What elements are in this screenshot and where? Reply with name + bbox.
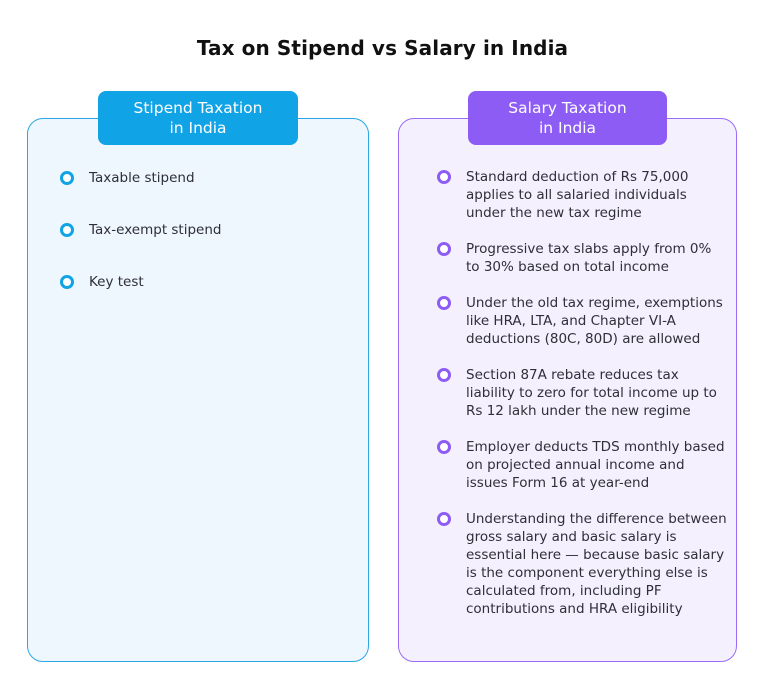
stipend-item: Taxable stipend xyxy=(60,169,350,187)
circle-bullet-icon xyxy=(437,242,451,256)
salary-heading: Salary Taxation in India xyxy=(468,91,667,145)
salary-item: Under the old tax regime, exemptions lik… xyxy=(437,294,727,348)
circle-bullet-icon xyxy=(60,275,74,289)
salary-item-text: Under the old tax regime, exemptions lik… xyxy=(466,295,723,347)
salary-item-text: Progressive tax slabs apply from 0% to 3… xyxy=(466,241,712,275)
stipend-item: Tax-exempt stipend xyxy=(60,221,350,239)
salary-item: Section 87A rebate reduces tax liability… xyxy=(437,366,727,420)
stipend-list: Taxable stipend Tax-exempt stipend Key t… xyxy=(60,169,350,325)
salary-heading-line1: Salary Taxation xyxy=(508,99,627,117)
salary-heading-line2: in India xyxy=(538,119,597,137)
salary-item-text: Understanding the difference between gro… xyxy=(466,511,727,617)
stipend-heading-line1: Stipend Taxation xyxy=(133,99,263,117)
stipend-heading-line2: in India xyxy=(169,119,227,137)
circle-bullet-icon xyxy=(437,512,451,526)
salary-item: Progressive tax slabs apply from 0% to 3… xyxy=(437,240,727,276)
stipend-item: Key test xyxy=(60,273,350,291)
circle-bullet-icon xyxy=(60,171,74,185)
circle-bullet-icon xyxy=(60,223,74,237)
salary-item-text: Section 87A rebate reduces tax liability… xyxy=(466,367,717,419)
stipend-item-text: Tax-exempt stipend xyxy=(89,222,222,238)
circle-bullet-icon xyxy=(437,440,451,454)
page-title: Tax on Stipend vs Salary in India xyxy=(196,36,569,60)
circle-bullet-icon xyxy=(437,170,451,184)
salary-item-text: Employer deducts TDS monthly based on pr… xyxy=(466,439,725,491)
stipend-item-text: Taxable stipend xyxy=(89,170,195,186)
salary-list: Standard deduction of Rs 75,000 applies … xyxy=(437,168,727,636)
salary-item: Understanding the difference between gro… xyxy=(437,510,727,618)
salary-item: Standard deduction of Rs 75,000 applies … xyxy=(437,168,727,222)
stipend-item-text: Key test xyxy=(89,274,144,290)
stipend-panel xyxy=(27,118,369,662)
salary-item: Employer deducts TDS monthly based on pr… xyxy=(437,438,727,492)
circle-bullet-icon xyxy=(437,296,451,310)
salary-panel xyxy=(398,118,737,662)
circle-bullet-icon xyxy=(437,368,451,382)
stipend-heading: Stipend Taxation in India xyxy=(98,91,298,145)
salary-item-text: Standard deduction of Rs 75,000 applies … xyxy=(466,169,689,221)
